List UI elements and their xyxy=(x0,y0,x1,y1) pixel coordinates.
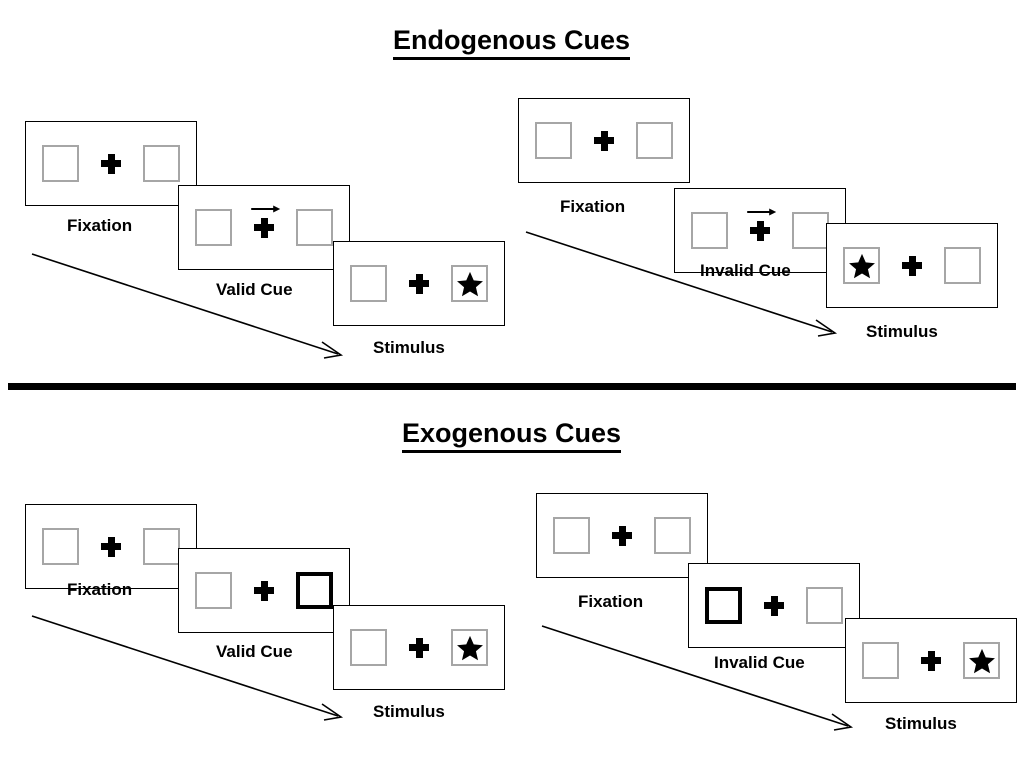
frame-caption-fixation: Fixation xyxy=(67,216,133,235)
frame-caption-fixation: Fixation xyxy=(560,197,626,216)
frame-caption-stimulus: Stimulus xyxy=(885,714,957,733)
frame-caption-valid-cue: Valid Cue xyxy=(216,280,293,299)
placeholder-box-left xyxy=(195,209,232,246)
fixation-cross-icon xyxy=(747,208,777,241)
frame-panel-valid-cue xyxy=(178,548,350,633)
frame-panel-stimulus xyxy=(845,618,1017,703)
display-row xyxy=(195,572,333,609)
placeholder-box-left xyxy=(691,212,728,249)
placeholder-box-left xyxy=(42,145,79,182)
target-box-right xyxy=(963,642,1000,679)
frame-panel-fixation xyxy=(25,121,197,206)
cued-box-left xyxy=(705,587,742,624)
fixation-cross-icon xyxy=(254,580,274,601)
target-box-right xyxy=(451,265,488,302)
fixation-cross-icon xyxy=(409,637,429,658)
fixation-cross-icon xyxy=(612,525,632,546)
placeholder-box-left xyxy=(862,642,899,679)
placeholder-box-left xyxy=(195,572,232,609)
star-icon xyxy=(848,253,875,278)
star-icon xyxy=(456,271,483,296)
frame-caption-fixation: Fixation xyxy=(578,592,644,611)
fixation-cross-icon xyxy=(251,205,281,238)
fixation-cross-icon xyxy=(101,153,121,174)
placeholder-box-left xyxy=(535,122,572,159)
placeholder-box-left xyxy=(350,629,387,666)
frame-caption-stimulus: Stimulus xyxy=(866,322,938,341)
frame-caption-invalid-cue: Invalid Cue xyxy=(700,261,791,280)
fixation-cross-icon xyxy=(594,130,614,151)
section-title-endogenous-text: Endogenous Cues xyxy=(392,25,630,60)
time-progression-arrow-icon xyxy=(541,625,854,731)
display-row xyxy=(843,247,981,284)
placeholder-box-right xyxy=(806,587,843,624)
placeholder-box-right xyxy=(143,145,180,182)
frame-panel-invalid-cue xyxy=(688,563,860,648)
display-row xyxy=(42,145,180,182)
frame-panel-fixation xyxy=(25,504,197,589)
display-row xyxy=(350,265,488,302)
placeholder-box-right xyxy=(654,517,691,554)
placeholder-box-right xyxy=(944,247,981,284)
fixation-cross-icon xyxy=(101,536,121,557)
display-row xyxy=(42,528,180,565)
frame-caption-valid-cue: Valid Cue xyxy=(216,642,293,661)
time-progression-arrow-icon xyxy=(525,231,838,337)
time-progression-arrow-icon xyxy=(31,253,344,359)
section-divider xyxy=(8,383,1016,390)
fixation-cross-icon xyxy=(409,273,429,294)
star-icon xyxy=(968,648,995,673)
placeholder-box-left xyxy=(553,517,590,554)
display-row xyxy=(535,122,673,159)
placeholder-box-left xyxy=(42,528,79,565)
display-row xyxy=(350,629,488,666)
frame-caption-fixation: Fixation xyxy=(67,580,133,599)
display-row xyxy=(553,517,691,554)
fixation-cross-icon xyxy=(902,255,922,276)
display-row xyxy=(862,642,1000,679)
target-box-left xyxy=(843,247,880,284)
frame-panel-stimulus xyxy=(333,605,505,690)
frame-panel-stimulus xyxy=(333,241,505,326)
placeholder-box-right xyxy=(296,209,333,246)
display-row xyxy=(195,205,333,246)
frame-panel-fixation xyxy=(518,98,690,183)
placeholder-box-right xyxy=(636,122,673,159)
placeholder-box-right xyxy=(143,528,180,565)
frame-caption-stimulus: Stimulus xyxy=(373,338,445,357)
section-title-exogenous: Exogenous Cues xyxy=(0,418,1023,453)
fixation-cross-icon xyxy=(921,650,941,671)
right-arrow-cue-icon xyxy=(747,208,777,215)
frame-panel-fixation xyxy=(536,493,708,578)
right-arrow-cue-icon xyxy=(251,205,281,212)
target-box-right xyxy=(451,629,488,666)
frame-caption-invalid-cue: Invalid Cue xyxy=(714,653,805,672)
frame-panel-valid-cue xyxy=(178,185,350,270)
cued-box-right xyxy=(296,572,333,609)
section-title-endogenous: Endogenous Cues xyxy=(0,25,1023,60)
time-progression-arrow-icon xyxy=(31,615,344,721)
section-title-exogenous-text: Exogenous Cues xyxy=(401,418,622,453)
frame-caption-stimulus: Stimulus xyxy=(373,702,445,721)
star-icon xyxy=(456,635,483,660)
placeholder-box-left xyxy=(350,265,387,302)
fixation-cross-icon xyxy=(764,595,784,616)
frame-panel-invalid-cue xyxy=(674,188,846,273)
frame-panel-stimulus xyxy=(826,223,998,308)
display-row xyxy=(691,208,829,249)
display-row xyxy=(705,587,843,624)
